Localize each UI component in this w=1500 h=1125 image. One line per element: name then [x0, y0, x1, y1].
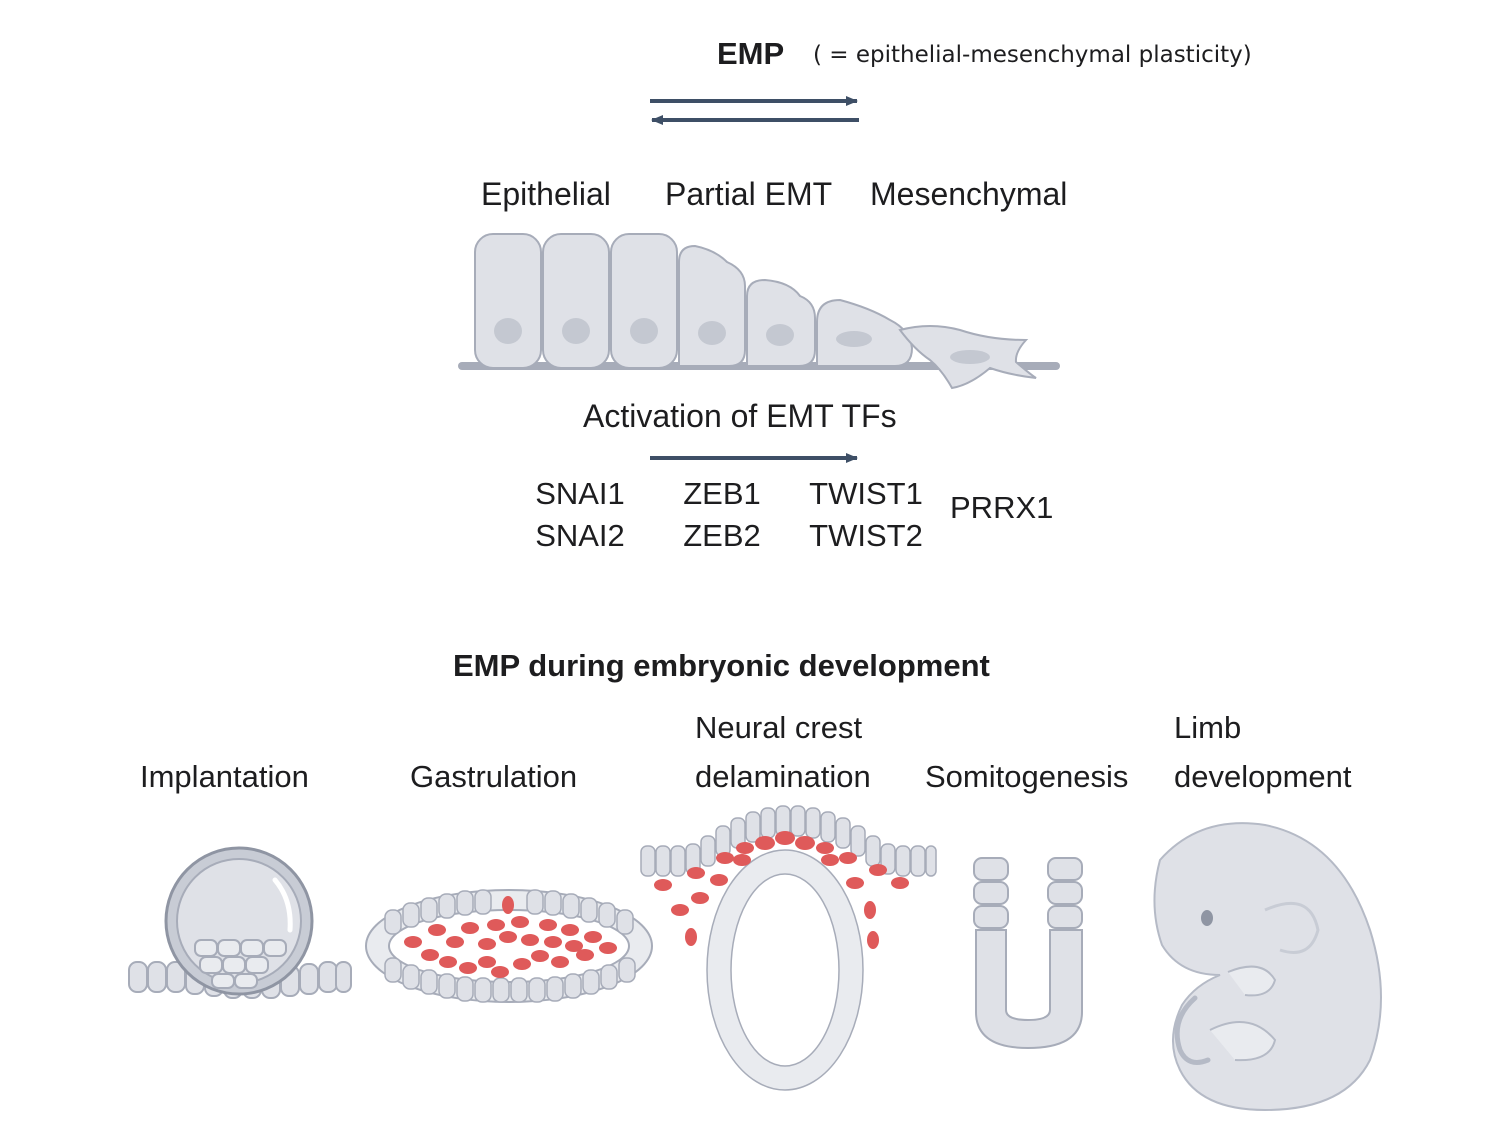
emp-title: EMP	[717, 36, 785, 71]
stage-implantation-label: Implantation	[140, 759, 309, 794]
somitogenesis-illustration	[973, 857, 1083, 1050]
state-epithelial-label: Epithelial	[481, 176, 611, 212]
neural-crest-illustration	[640, 805, 937, 1091]
tf-twist2: TWIST2	[809, 518, 923, 553]
state-partial-emt-label: Partial EMT	[665, 176, 833, 212]
tf-snai1: SNAI1	[535, 476, 625, 511]
partial-cell-1	[678, 244, 746, 367]
embryo-leg	[1209, 1021, 1277, 1062]
epithelial-cell-2	[542, 233, 610, 369]
stage-neural-crest-line2: delamination	[695, 759, 871, 794]
tf-zeb2: ZEB2	[683, 518, 761, 553]
emt-cell-row	[458, 233, 1060, 390]
partial-cell-2	[746, 278, 816, 367]
gastrulation-illustration	[365, 889, 653, 1003]
embryo-illustration	[1153, 822, 1382, 1112]
gastrula-cells	[384, 889, 636, 1003]
embryo-arm	[1227, 965, 1277, 997]
stage-somitogenesis-label: Somitogenesis	[925, 759, 1129, 794]
emp-definition: ( = epithelial-mesenchymal plasticity)	[813, 42, 1252, 68]
neural-crest-cells	[654, 831, 909, 949]
epithelial-cell-3	[610, 233, 678, 369]
stage-limb-line1: Limb	[1174, 710, 1242, 745]
tf-prrx1: PRRX1	[950, 490, 1054, 525]
somite-u-shape	[975, 929, 1083, 1050]
epithelial-cell-1	[474, 233, 542, 369]
embryo-tail	[1174, 995, 1211, 1065]
neural-tube	[706, 849, 864, 1091]
tf-zeb1: ZEB1	[683, 476, 761, 511]
activation-label: Activation of EMT TFs	[583, 398, 897, 434]
stage-limb-label: Limb development	[1174, 703, 1352, 801]
stage-limb-line2: development	[1174, 759, 1352, 794]
stage-neural-crest-line1: Neural crest	[695, 710, 863, 745]
tf-group-zeb: ZEB1 ZEB2	[676, 473, 768, 557]
embryo-body	[1153, 822, 1382, 1112]
development-title: EMP during embryonic development	[453, 648, 990, 683]
implantation-illustration	[128, 846, 352, 999]
state-mesenchymal-label: Mesenchymal	[870, 176, 1068, 212]
nuclei	[494, 318, 990, 364]
gastrula-mesoderm-cells	[404, 896, 617, 978]
tf-group-twist: TWIST1 TWIST2	[803, 473, 929, 557]
inner-cell-mass	[194, 939, 287, 989]
tf-group-snai: SNAI1 SNAI2	[528, 473, 632, 557]
tf-snai2: SNAI2	[535, 518, 625, 553]
embryo-eye	[1201, 910, 1213, 926]
epithelial-cells	[474, 233, 1037, 390]
stage-neural-crest-label: Neural crest delamination	[695, 703, 871, 801]
tf-twist1: TWIST1	[809, 476, 923, 511]
reversible-arrows	[650, 96, 859, 125]
stage-gastrulation-label: Gastrulation	[410, 759, 578, 794]
